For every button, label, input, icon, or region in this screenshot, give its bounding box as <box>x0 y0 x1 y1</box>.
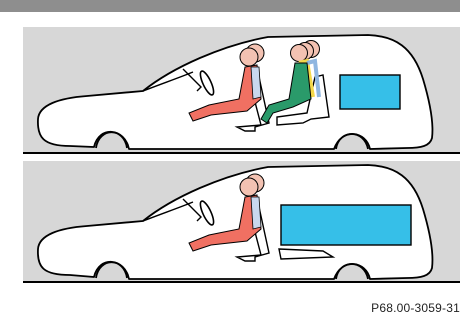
cargo-box-icon <box>340 75 400 109</box>
header-bar <box>0 0 460 12</box>
figure-reference-code: P68.00-3059-31 <box>371 301 460 315</box>
cargo-box-icon <box>281 205 411 245</box>
vehicle-rear-seats-up-illustration <box>23 27 460 153</box>
vehicle-rear-seats-folded-illustration <box>23 161 460 282</box>
